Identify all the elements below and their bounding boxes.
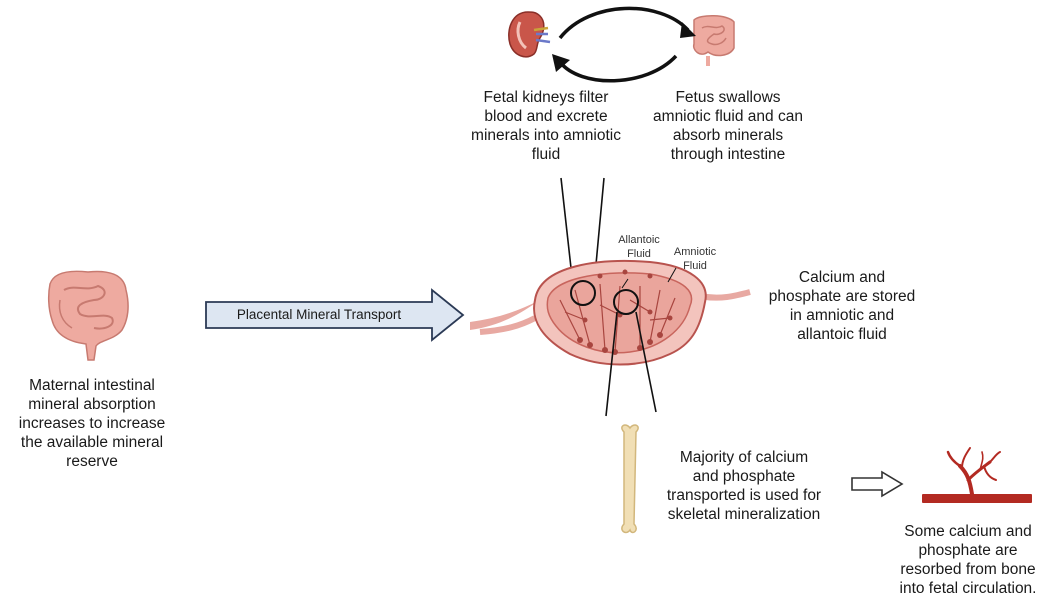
maternal-absorption-caption: Maternal intestinal mineral absorption i… [4,376,180,471]
fluid-storage-caption: Calcium and phosphate are stored in amni… [752,268,932,344]
resorption-arrow [852,472,902,496]
kidney-icon [509,12,550,57]
placental-transport-label: Placental Mineral Transport [206,302,432,328]
kidney-filter-caption: Fetal kidneys filter blood and excrete m… [454,88,638,164]
placenta-icon [470,261,750,365]
fetal-intestine-icon [694,16,734,66]
fetal-swallow-caption: Fetus swallows amniotic fluid and can ab… [638,88,818,164]
maternal-intestine-icon [49,271,128,360]
cycle-arrows [552,8,696,80]
skeletal-mineralization-caption: Majority of calcium and phosphate transp… [648,448,840,524]
blood-vessel-icon [922,448,1032,503]
amniotic-fluid-label: Amniotic Fluid [662,245,728,273]
bone-icon [622,425,638,532]
bone-resorption-caption: Some calcium and phosphate are resorbed … [888,522,1048,598]
